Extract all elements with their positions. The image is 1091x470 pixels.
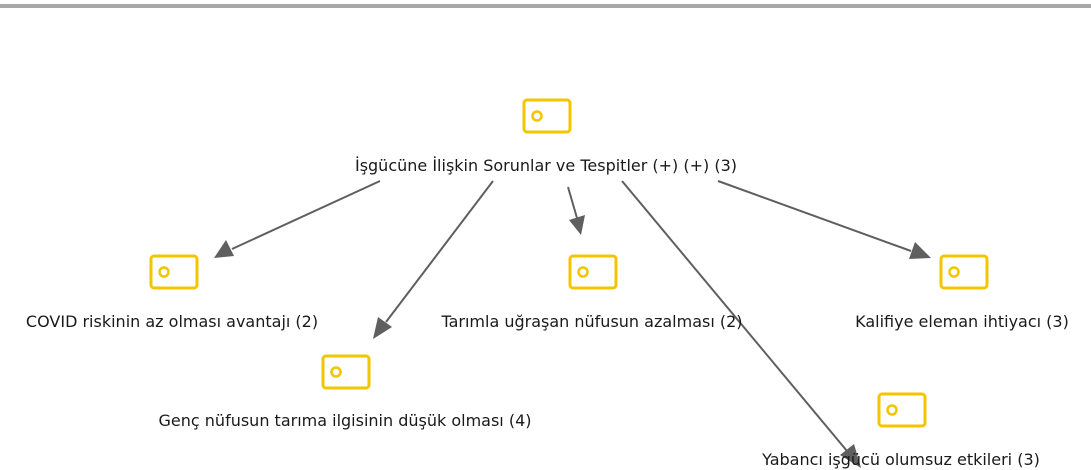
node-covid[interactable]: COVID riskinin az olması avantajı (2)	[26, 254, 318, 331]
node-covid-label: COVID riskinin az olması avantajı (2)	[26, 312, 318, 331]
edge-root-covid	[214, 180, 381, 258]
node-root[interactable]: İşgücüne İlişkin Sorunlar ve Tespitler (…	[355, 98, 737, 175]
code-tag-icon	[939, 254, 989, 290]
node-yabanci[interactable]: Yabancı işgücü olumsuz etkileri (3)	[761, 392, 1040, 469]
node-kalifiye-label: Kalifiye eleman ihtiyacı (3)	[855, 312, 1069, 331]
node-yabanci-label: Yabancı işgücü olumsuz etkileri (3)	[761, 450, 1040, 469]
edge-root-kalifiye	[717, 180, 931, 259]
node-genc[interactable]: Genç nüfusun tarıma ilgisinin düşük olma…	[159, 354, 532, 430]
code-tag-icon	[321, 354, 371, 390]
node-root-label: İşgücüne İlişkin Sorunlar ve Tespitler (…	[355, 156, 737, 175]
node-genc-label: Genç nüfusun tarıma ilgisinin düşük olma…	[159, 411, 532, 430]
edges	[214, 180, 931, 468]
edge-root-tarim	[567, 186, 585, 235]
top-divider	[0, 4, 1091, 8]
code-tag-icon	[877, 392, 927, 428]
edge-root-genc	[373, 180, 494, 339]
code-tag-icon	[568, 254, 618, 290]
node-tarim-label: Tarımla uğraşan nüfusun azalması (2)	[440, 312, 742, 331]
code-tag-icon	[149, 254, 199, 290]
code-tag-icon	[522, 98, 572, 134]
node-kalifiye[interactable]: Kalifiye eleman ihtiyacı (3)	[855, 254, 1069, 331]
edge-root-yabanci	[621, 180, 861, 468]
node-tarim[interactable]: Tarımla uğraşan nüfusun azalması (2)	[440, 254, 743, 331]
